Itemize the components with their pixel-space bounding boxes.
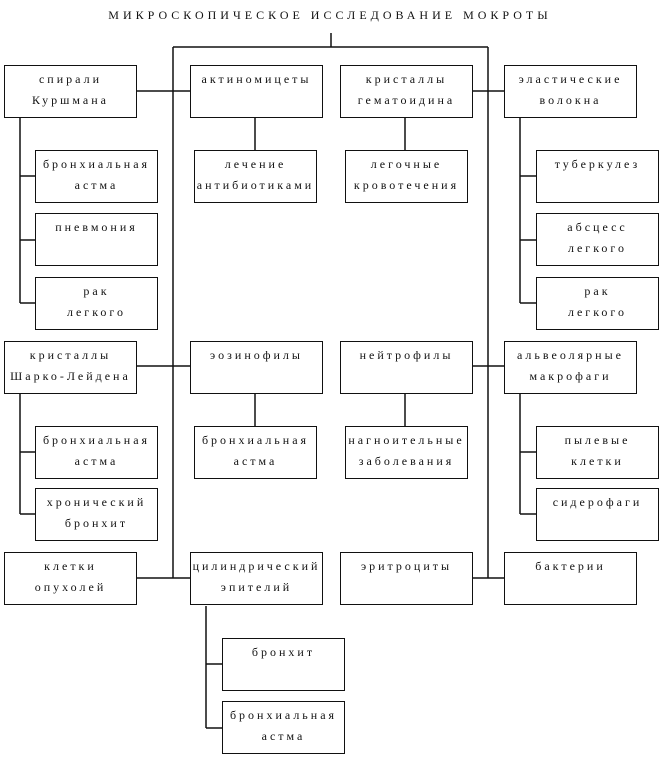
node-spirals-cancer: рак легкого bbox=[35, 277, 158, 330]
node-actinomycetes: актиномицеты bbox=[190, 65, 323, 118]
connector bbox=[519, 117, 536, 304]
node-bacteria: бактерии bbox=[504, 552, 637, 605]
node-charcot-leyden: кристаллы Шарко-Лейдена bbox=[4, 341, 137, 394]
node-cylindrical-epithelium: цилиндрический эпителий bbox=[190, 552, 323, 605]
connector bbox=[19, 393, 35, 515]
node-hematoidin: кристаллы гематоидина bbox=[340, 65, 473, 118]
node-bronchitis: бронхит bbox=[222, 638, 345, 691]
node-dust-cells: пылевые клетки bbox=[536, 426, 659, 479]
node-eosinophils: эозинофилы bbox=[190, 341, 323, 394]
node-elastic-fibers: эластические волокна bbox=[504, 65, 637, 118]
node-antibiotics: лечение антибиотиками bbox=[194, 150, 317, 203]
node-alveolar-macrophages: альвеолярные макрофаги bbox=[504, 341, 637, 394]
node-neutrophils: нейтрофилы bbox=[340, 341, 473, 394]
node-abscess: абсцесс легкого bbox=[536, 213, 659, 266]
node-erythrocytes: эритроциты bbox=[340, 552, 473, 605]
node-spirals-pneumonia: пневмония bbox=[35, 213, 158, 266]
connector bbox=[19, 117, 35, 304]
node-spirals: спирали Куршмана bbox=[4, 65, 137, 118]
connector bbox=[519, 393, 536, 515]
node-bleeding: легочные кровотечения bbox=[345, 150, 468, 203]
node-tuberculosis: туберкулез bbox=[536, 150, 659, 203]
node-siderophages: сидерофаги bbox=[536, 488, 659, 541]
node-suppurative: нагноительные заболевания bbox=[345, 426, 468, 479]
node-eos-asthma: бронхиальная астма bbox=[194, 426, 317, 479]
node-tumor-cells: клетки опухолей bbox=[4, 552, 137, 605]
connector bbox=[172, 33, 489, 578]
node-spirals-asthma: бронхиальная астма bbox=[35, 150, 158, 203]
diagram-title: МИКРОСКОПИЧЕСКОЕ ИССЛЕДОВАНИЕ МОКРОТЫ bbox=[108, 8, 552, 22]
node-charcot-asthma: бронхиальная астма bbox=[35, 426, 158, 479]
node-chronic-bronchitis: хронический бронхит bbox=[35, 488, 158, 541]
connector bbox=[205, 606, 222, 729]
node-elastic-cancer: рак легкого bbox=[536, 277, 659, 330]
node-cyl-asthma: бронхиальная астма bbox=[222, 701, 345, 754]
connector bbox=[254, 117, 406, 426]
connector bbox=[136, 90, 504, 579]
